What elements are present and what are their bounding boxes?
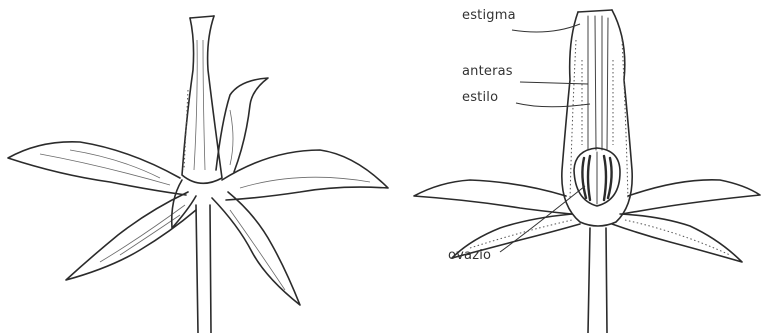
left-stem — [196, 205, 211, 333]
right-ovary — [574, 148, 620, 206]
leader-stigma — [512, 24, 580, 32]
label-stigma: estigma — [462, 8, 516, 23]
leader-anthers — [520, 82, 588, 84]
label-style: estilo — [462, 90, 498, 105]
flower-external-view — [8, 16, 388, 333]
left-petal-left — [8, 142, 186, 195]
left-central-column — [182, 16, 222, 183]
left-petal-upper-right — [216, 78, 268, 172]
right-petal-lower-right — [612, 214, 742, 262]
label-anthers: anteras — [462, 64, 513, 79]
left-petal-lower-right — [212, 192, 300, 305]
right-petal-right — [622, 180, 760, 214]
flower-section-view — [414, 10, 760, 333]
left-petal-right — [222, 150, 388, 200]
right-petal-left — [414, 180, 572, 214]
label-ovary: ovazio — [448, 248, 491, 263]
right-stem — [588, 228, 607, 333]
leader-ovary — [500, 186, 585, 252]
leader-style — [516, 103, 590, 107]
left-petal-lower-left — [66, 192, 196, 280]
right-style-stamens — [582, 16, 613, 150]
